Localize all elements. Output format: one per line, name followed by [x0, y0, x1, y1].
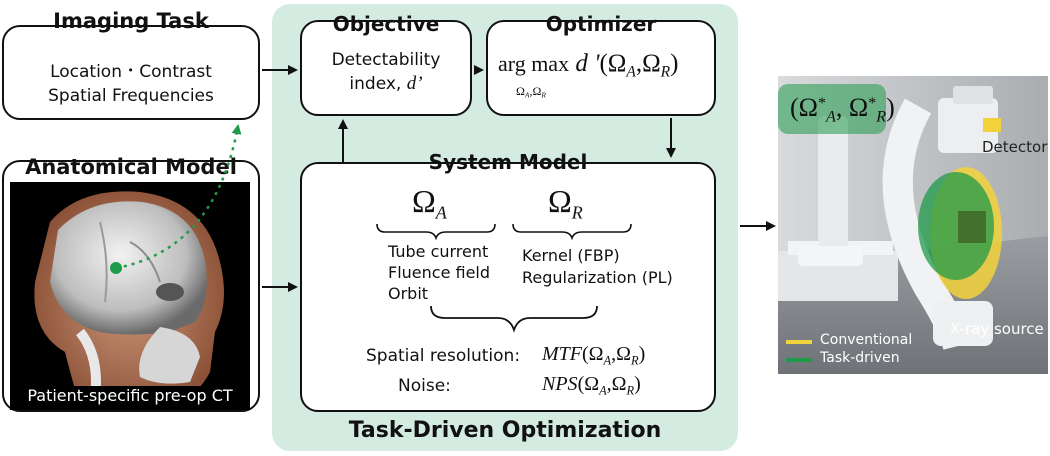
- xray-source-label: X-ray source: [950, 320, 1044, 338]
- bullet-separator: •: [127, 64, 134, 77]
- nps-arg-open: (Ω: [577, 373, 600, 395]
- under-omega: Ω: [516, 84, 525, 98]
- ct-caption-bg: [10, 386, 250, 408]
- omega-a-glyph-sub: A: [435, 202, 447, 223]
- contrast-label: Contrast: [139, 62, 212, 82]
- index-label: index,: [349, 74, 402, 94]
- mtf-arg-open: (Ω: [582, 343, 604, 365]
- d-prime-function: d ': [575, 50, 600, 77]
- nps-arg-r: R: [626, 383, 635, 398]
- acquisition-param-1: Fluence field: [388, 263, 491, 282]
- under-a: A: [524, 90, 530, 100]
- argmax-operator: arg max: [498, 51, 570, 76]
- under-comma: ,Ω: [529, 84, 542, 98]
- omega-r: Ω: [642, 50, 661, 77]
- optimal-params-label: (Ω*A, Ω*R): [790, 93, 895, 127]
- opt-sub-r: R: [876, 108, 887, 126]
- optimizer-equation: arg max d '(ΩA,ΩR): [498, 50, 678, 81]
- eq-rparen: ): [670, 50, 679, 77]
- nps-arg-mid: ,Ω: [606, 373, 627, 395]
- omega-r-glyph: Ω: [548, 183, 572, 219]
- imaging-task-title: Imaging Task: [53, 9, 209, 33]
- opt-open: (Ω: [790, 93, 818, 122]
- system-model-box: [300, 162, 716, 412]
- optimizer-title: Optimizer: [545, 12, 657, 36]
- opt-sub-a: A: [826, 108, 836, 126]
- opt-star-r: *: [868, 94, 877, 112]
- c-arm-system-photo: [778, 76, 1048, 374]
- mtf-arg-mid: ,Ω: [611, 343, 631, 365]
- noise-label: Noise:: [398, 376, 451, 396]
- under-r: R: [541, 90, 546, 100]
- legend-taskdriven-swatch: [786, 358, 812, 362]
- ct-caption: Patient-specific pre-op CT: [27, 386, 233, 405]
- nps-function: NPS: [542, 373, 578, 395]
- omega-a-symbol: ΩA: [412, 183, 447, 223]
- objective-line2: index, d’: [300, 73, 472, 95]
- legend-conventional-label: Conventional: [820, 332, 913, 348]
- acquisition-param-0: Tube current: [388, 242, 489, 261]
- omega-r-glyph-sub: R: [571, 202, 583, 223]
- mtf-expression: MTF(ΩA,ΩR): [542, 343, 645, 368]
- opt-star-a: *: [817, 94, 827, 112]
- mtf-arg-close: ): [638, 343, 646, 365]
- imaging-task-box: [2, 25, 260, 120]
- nps-expression: NPS(ΩA,ΩR): [542, 373, 641, 398]
- d-prime-symbol: d’: [406, 73, 423, 94]
- omega-a-glyph: Ω: [412, 183, 436, 219]
- opt-close: ): [886, 93, 895, 122]
- reconstruction-param-0: Kernel (FBP): [522, 246, 620, 265]
- optimizer-box: [486, 20, 716, 116]
- objective-line1: Detectability: [331, 50, 441, 70]
- nps-arg-close: ): [634, 373, 641, 395]
- omega-r-sub: R: [660, 63, 671, 81]
- eq-comma: ,: [635, 50, 643, 77]
- anatomical-model-title: Anatomical Model: [25, 155, 237, 179]
- imaging-task-line1: Location • Contrast: [2, 62, 260, 82]
- mtf-function: MTF: [542, 343, 582, 365]
- omega-r-symbol: ΩR: [548, 183, 583, 223]
- legend-taskdriven-label: Task-driven: [820, 350, 900, 366]
- location-label: Location: [50, 62, 122, 82]
- mtf-arg-a: A: [603, 353, 612, 368]
- c-arm-illustration: [778, 76, 1048, 374]
- nps-arg-a: A: [599, 383, 607, 398]
- ct-head-image: [10, 182, 250, 410]
- opt-mid: , Ω: [835, 93, 869, 122]
- imaging-task-line2: Spatial Frequencies: [48, 86, 214, 106]
- objective-title: Objective: [332, 12, 440, 36]
- argmax-subscript: ΩA,ΩR: [516, 84, 546, 100]
- reconstruction-param-1: Regularization (PL): [522, 268, 673, 287]
- panel-title: Task-Driven Optimization: [348, 418, 662, 443]
- objective-box: [300, 20, 472, 116]
- mtf-arg-r: R: [630, 353, 639, 368]
- acquisition-param-2: Orbit: [388, 284, 429, 303]
- ct-head-rendering: [34, 191, 224, 407]
- system-model-title: System Model: [428, 150, 588, 174]
- detector-label: Detector: [982, 138, 1048, 156]
- eq-lparen: (: [599, 50, 608, 77]
- omega-a-sub: A: [626, 63, 636, 81]
- spatial-resolution-label: Spatial resolution:: [366, 346, 521, 366]
- omega-a: Ω: [607, 50, 627, 77]
- legend-conventional-swatch: [786, 340, 812, 344]
